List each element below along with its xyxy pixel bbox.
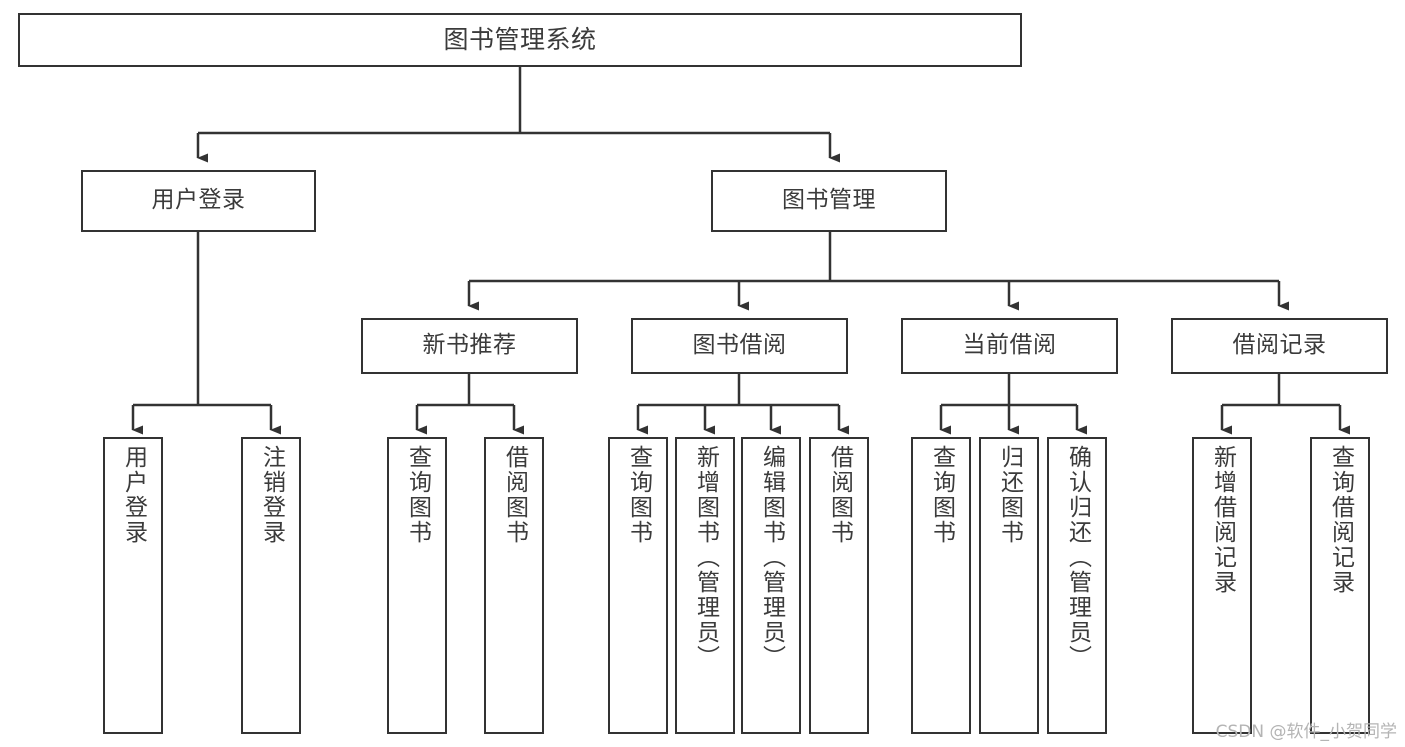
node-book-management[interactable]: 图书管理 [711, 170, 947, 232]
leaf-user-login-signout[interactable]: 注销登录 [241, 437, 301, 734]
node-label: 确认归还（管理员） [1064, 445, 1091, 670]
leaf-book-borrow-add[interactable]: 新增图书（管理员） [675, 437, 735, 734]
leaf-current-borrow-return[interactable]: 归还图书 [979, 437, 1039, 734]
node-label: 借阅图书 [826, 445, 853, 545]
node-new-book-recommend[interactable]: 新书推荐 [361, 318, 578, 374]
node-label: 图书管理系统 [443, 25, 597, 55]
node-label: 查询图书 [404, 445, 431, 545]
node-label: 查询借阅记录 [1327, 445, 1354, 595]
leaf-book-borrow-query[interactable]: 查询图书 [608, 437, 668, 734]
node-label: 借阅记录 [1232, 332, 1327, 359]
node-book-borrow[interactable]: 图书借阅 [631, 318, 848, 374]
node-user-login[interactable]: 用户登录 [81, 170, 316, 232]
leaf-borrow-record-query[interactable]: 查询借阅记录 [1310, 437, 1370, 734]
leaf-current-borrow-confirm-return[interactable]: 确认归还（管理员） [1047, 437, 1107, 734]
node-label: 编辑图书（管理员） [758, 445, 785, 670]
node-label: 新增借阅记录 [1209, 445, 1236, 595]
leaf-book-borrow-lend[interactable]: 借阅图书 [809, 437, 869, 734]
node-label: 注销登录 [258, 445, 285, 545]
leaf-new-book-borrow[interactable]: 借阅图书 [484, 437, 544, 734]
node-label: 图书借阅 [692, 332, 787, 359]
leaf-current-borrow-query[interactable]: 查询图书 [911, 437, 971, 734]
node-root-system[interactable]: 图书管理系统 [18, 13, 1022, 67]
node-label: 用户登录 [151, 187, 246, 214]
node-borrow-record[interactable]: 借阅记录 [1171, 318, 1388, 374]
node-label: 用户登录 [120, 445, 147, 545]
node-current-borrow[interactable]: 当前借阅 [901, 318, 1118, 374]
leaf-new-book-query[interactable]: 查询图书 [387, 437, 447, 734]
node-label: 当前借阅 [962, 332, 1057, 359]
node-label: 图书管理 [782, 187, 876, 214]
leaf-borrow-record-add[interactable]: 新增借阅记录 [1192, 437, 1252, 734]
node-label: 借阅图书 [501, 445, 528, 545]
node-label: 查询图书 [625, 445, 652, 545]
node-label: 新书推荐 [422, 332, 517, 359]
leaf-user-login-signin[interactable]: 用户登录 [103, 437, 163, 734]
leaf-book-borrow-edit[interactable]: 编辑图书（管理员） [741, 437, 801, 734]
node-label: 新增图书（管理员） [692, 445, 719, 670]
node-label: 归还图书 [996, 445, 1023, 545]
node-label: 查询图书 [928, 445, 955, 545]
